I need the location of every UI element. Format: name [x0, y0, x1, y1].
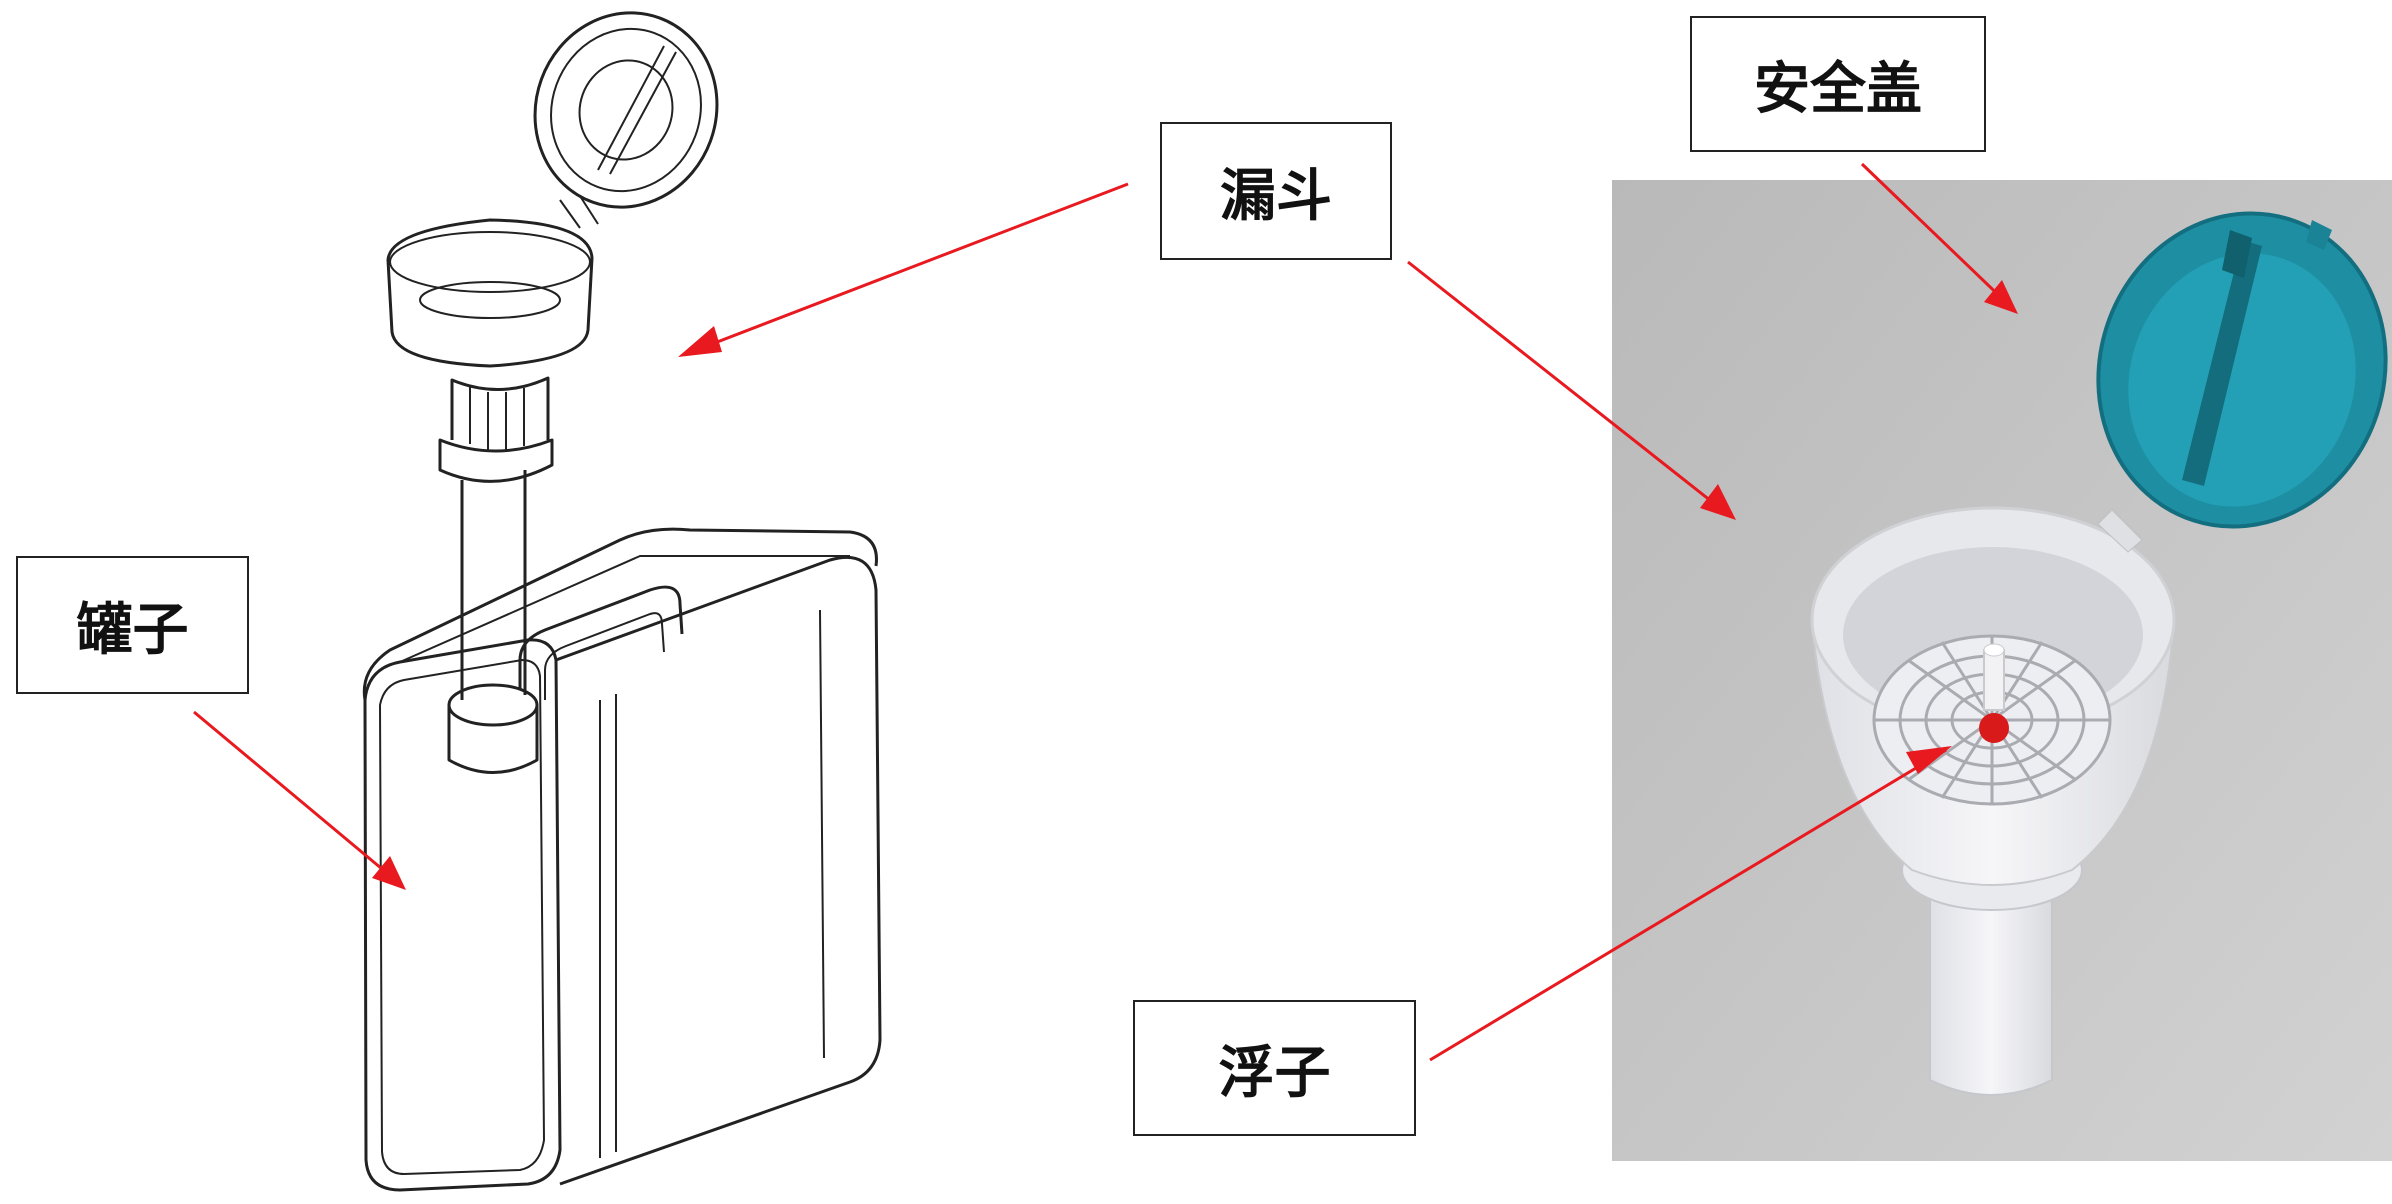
- label-funnel: 漏斗: [1160, 122, 1392, 260]
- float-red-marker: [1979, 713, 2009, 743]
- can-top-face: [362, 527, 878, 701]
- safety-lid-photo: [2096, 211, 2388, 529]
- funnel-pipe: [460, 470, 527, 700]
- funnel-photo: [1612, 180, 2392, 1161]
- label-can: 罐子: [16, 556, 249, 694]
- float-stem: [1983, 649, 2005, 711]
- label-float: 浮子: [1133, 1000, 1416, 1136]
- funnel-lid-drawing: [533, 11, 719, 209]
- can-front-face: [363, 638, 562, 1192]
- can-handle: [518, 585, 684, 690]
- can-side-face: [555, 555, 882, 1186]
- label-safety-lid: 安全盖: [1690, 16, 1986, 152]
- funnel-bowl: [386, 218, 594, 368]
